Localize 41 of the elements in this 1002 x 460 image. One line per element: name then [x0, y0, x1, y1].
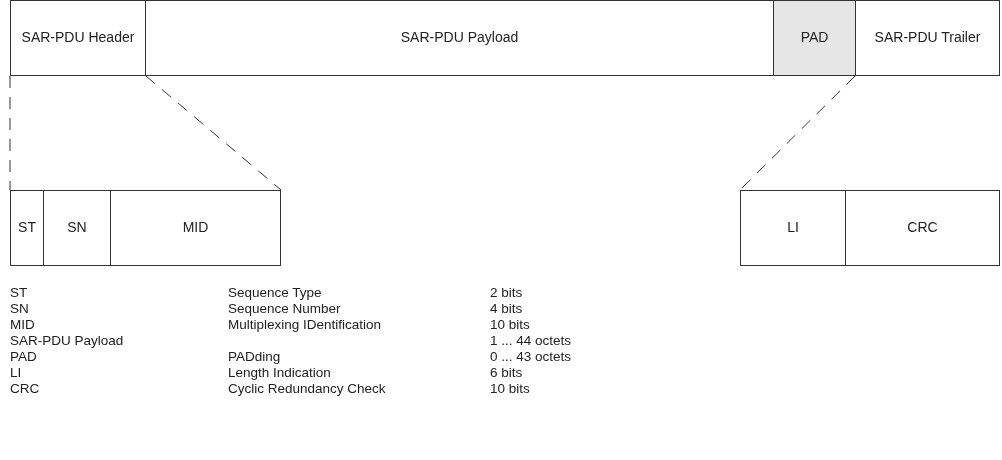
field-name: SAR-PDU Header [20, 29, 136, 47]
description: Length Indication [228, 365, 331, 381]
abbreviation: PAD [10, 349, 37, 365]
field-name: LI [786, 219, 800, 237]
field-name: SAR-PDU Trailer [873, 29, 982, 47]
field-name: CRC [906, 219, 939, 237]
pdu-field-box [855, 0, 1000, 76]
field-size: 6 bits [490, 365, 523, 381]
abbreviation: CRC [10, 381, 40, 397]
dashed-line [145, 75, 282, 191]
field-size: 0 ... 43 octets [490, 349, 572, 365]
description: Cyclic Redundancy Check [228, 381, 386, 397]
abbreviation: LI [10, 365, 22, 381]
description: Multiplexing IDentification [228, 317, 382, 333]
subfield-box [110, 190, 281, 266]
abbreviation: MID [10, 317, 35, 333]
field-size: 2 bits [490, 285, 523, 301]
field-size: 10 bits [490, 317, 530, 333]
field-name: SN [66, 219, 88, 237]
field-name: PAD [799, 29, 830, 47]
dashed-line [9, 75, 11, 191]
subfield-box [845, 190, 1000, 266]
pdu-field-box [10, 0, 146, 76]
description: Sequence Type [228, 285, 322, 301]
subfield-box [43, 190, 111, 266]
field-name: ST [17, 219, 37, 237]
subfield-box [740, 190, 846, 266]
pdu-field-box [145, 0, 774, 76]
pdu-field-box [773, 0, 856, 76]
description: Sequence Number [228, 301, 341, 317]
abbreviation: SAR-PDU Payload [10, 333, 124, 349]
field-size: 4 bits [490, 301, 523, 317]
dashed-line [739, 75, 856, 191]
abbreviation: SN [10, 301, 29, 317]
field-size: 10 bits [490, 381, 530, 397]
abbreviation: ST [10, 285, 28, 301]
description: PADding [228, 349, 281, 365]
subfield-box [10, 190, 44, 266]
field-name: MID [181, 219, 210, 237]
field-size: 1 ... 44 octets [490, 333, 572, 349]
field-name: SAR-PDU Payload [399, 29, 520, 47]
